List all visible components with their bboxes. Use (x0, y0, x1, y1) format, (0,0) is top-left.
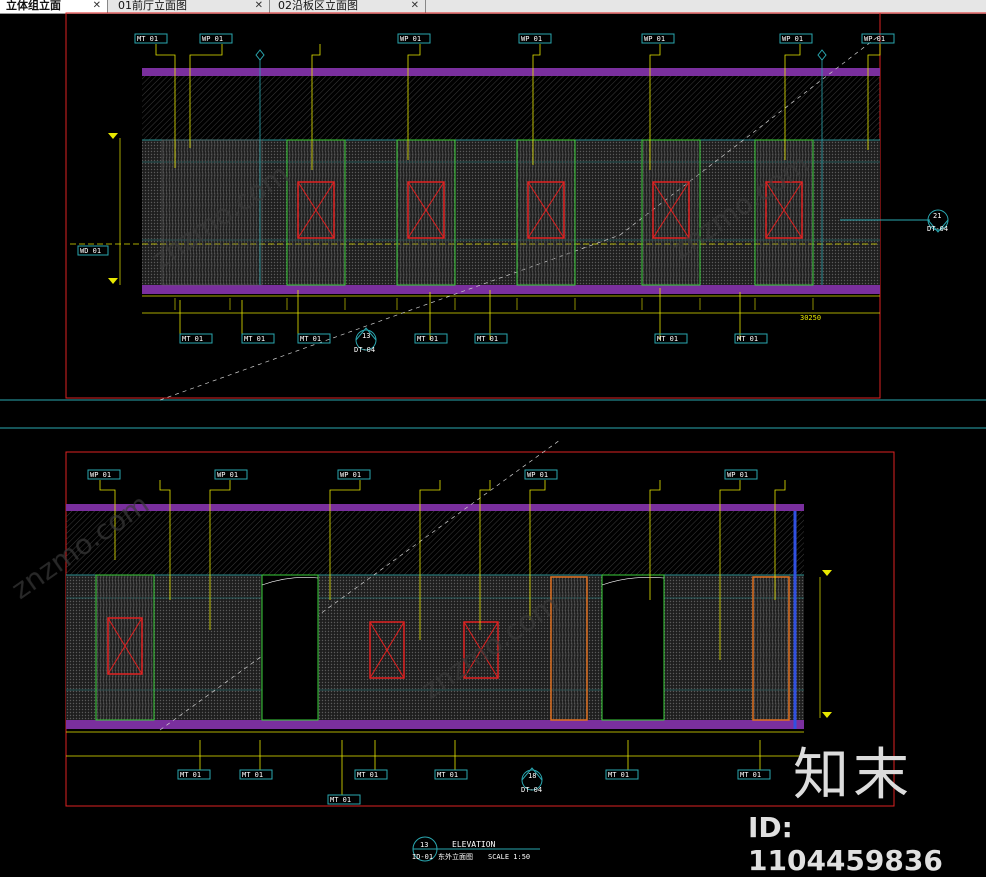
section-callout[interactable]: 18 DT-04 (521, 767, 543, 794)
cabinet-door[interactable] (297, 181, 335, 239)
glass-door[interactable] (752, 576, 790, 721)
material-tag[interactable]: WP 01 (521, 35, 542, 43)
level-marker-icon (255, 49, 265, 61)
doorway[interactable] (601, 574, 665, 721)
material-tag[interactable]: WP 01 (864, 35, 885, 43)
tab-lobby-elevation[interactable]: 01前厅立面图 ✕ (112, 0, 270, 13)
cabinet-door[interactable] (107, 617, 143, 675)
material-tag[interactable]: WP 01 (644, 35, 665, 43)
material-tag[interactable]: WP 01 (400, 35, 421, 43)
material-tag[interactable]: MT 01 (357, 771, 378, 779)
material-tag[interactable]: MT 01 (182, 335, 203, 343)
callout-number: 13 (362, 332, 370, 340)
cabinet-door[interactable] (527, 181, 565, 239)
material-tag[interactable]: WD 01 (80, 247, 101, 255)
floor-band (66, 720, 804, 729)
material-tag[interactable]: MT 01 (657, 335, 678, 343)
material-tag[interactable]: MT 01 (242, 771, 263, 779)
total-dimension: 30250 (800, 314, 821, 322)
top-elevation: 30250 MT 01 WP 01 WP 01 WP 01 WP 01 WP 0… (65, 12, 986, 401)
panel-3[interactable] (396, 139, 456, 286)
watermark-logo: 知末 (793, 743, 913, 808)
elevation-marker-icon (822, 712, 832, 718)
panel-4[interactable] (516, 139, 576, 286)
elevation-marker-icon (108, 278, 118, 284)
material-tag[interactable]: WP 01 (90, 471, 111, 479)
cabinet-door[interactable] (407, 181, 445, 239)
title-scale: SCALE 1:50 (488, 853, 530, 861)
doorway[interactable] (261, 574, 319, 721)
material-tag[interactable]: MT 01 (417, 335, 438, 343)
material-tag[interactable]: MT 01 (244, 335, 265, 343)
glass-door[interactable] (550, 576, 588, 721)
panel-1 (161, 139, 263, 286)
tab-elevation-group[interactable]: 立体组立面 ✕ (0, 0, 108, 13)
callout-sheet: DT-04 (354, 346, 375, 354)
close-icon[interactable]: ✕ (92, 0, 101, 11)
ceiling-band (66, 504, 804, 511)
watermark-id: ID: 1104459836 (748, 811, 943, 877)
ceiling-band (142, 68, 880, 76)
material-tag[interactable]: MT 01 (137, 35, 158, 43)
material-tag[interactable]: WP 01 (340, 471, 361, 479)
elevation-marker-icon (822, 570, 832, 576)
material-tag[interactable]: MT 01 (477, 335, 498, 343)
section-callout[interactable]: 13 DT-04 (354, 327, 377, 354)
material-tag[interactable]: MT 01 (300, 335, 321, 343)
callout-number: 21 (933, 212, 941, 220)
title-sheet: ID-01 (412, 853, 433, 861)
drawing-title-block[interactable]: 13 ID-01 ELEVATION 东外立面图 SCALE 1:50 (412, 836, 540, 862)
tab-label: 02沿板区立面图 (278, 0, 358, 12)
cabinet-door[interactable] (652, 181, 690, 239)
bottom-elevation: WP 01 WP 01 WP 01 WP 01 WP 01 MT 01 MT 0… (65, 439, 895, 807)
elevation-marker-icon (108, 133, 118, 139)
material-tag[interactable]: MT 01 (330, 796, 351, 804)
wood-panel (95, 574, 155, 721)
close-icon[interactable]: ✕ (254, 0, 263, 11)
title-number: 13 (420, 841, 428, 849)
material-tag[interactable]: WP 01 (782, 35, 803, 43)
upper-wall-panel (66, 511, 804, 575)
material-tag[interactable]: MT 01 (437, 771, 458, 779)
cabinet-door[interactable] (463, 621, 499, 679)
title-subtitle: 东外立面图 (438, 852, 473, 861)
material-tag[interactable]: MT 01 (740, 771, 761, 779)
material-tag[interactable]: MT 01 (180, 771, 201, 779)
tab-label: 01前厅立面图 (118, 0, 187, 12)
panel-2[interactable] (286, 139, 346, 286)
floor-band (142, 285, 880, 294)
panel-5[interactable] (641, 139, 701, 286)
panel-6[interactable] (754, 139, 814, 286)
level-marker-icon (817, 49, 827, 61)
title-text: ELEVATION (452, 840, 496, 849)
material-tag[interactable]: MT 01 (608, 771, 629, 779)
material-tag[interactable]: WP 01 (527, 471, 548, 479)
wall-panel (66, 575, 804, 720)
close-icon[interactable]: ✕ (410, 0, 419, 11)
tab-board-area-elevation[interactable]: 02沿板区立面图 ✕ (272, 0, 426, 13)
material-tag[interactable]: WP 01 (727, 471, 748, 479)
material-tag[interactable]: WP 01 (217, 471, 238, 479)
cabinet-door[interactable] (369, 621, 405, 679)
cabinet-door[interactable] (765, 181, 803, 239)
callout-sheet: DT-04 (521, 786, 542, 794)
material-tag[interactable]: WP 01 (202, 35, 223, 43)
callout-number: 18 (528, 772, 536, 780)
detail-callout[interactable]: 21 DT-04 (840, 209, 949, 233)
material-tag[interactable]: MT 01 (737, 335, 758, 343)
upper-wall-panel (142, 76, 880, 140)
callout-sheet: DT-04 (927, 225, 948, 233)
tab-label: 立体组立面 (6, 0, 61, 12)
